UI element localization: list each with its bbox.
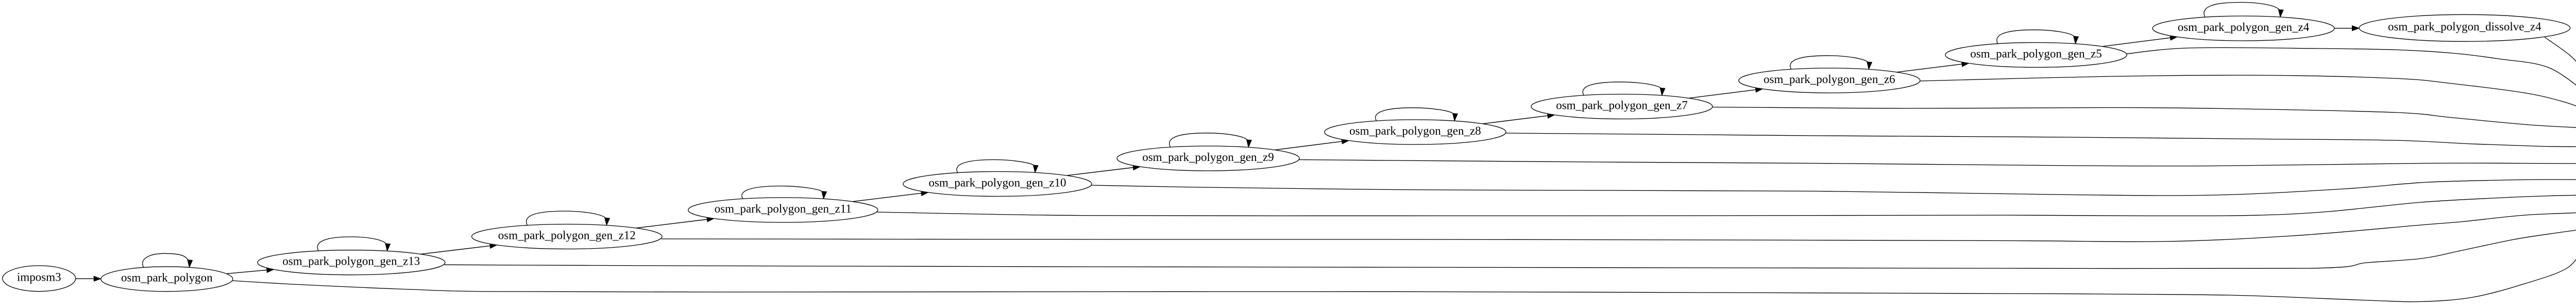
svg-text:osm_park_polygon_gen_z6: osm_park_polygon_gen_z6 [1764,73,1895,86]
svg-text:osm_park_polygon_gen_z11: osm_park_polygon_gen_z11 [715,202,852,215]
svg-text:osm_park_polygon_gen_z8: osm_park_polygon_gen_z8 [1349,124,1481,137]
svg-text:osm_park_polygon_gen_z10: osm_park_polygon_gen_z10 [928,176,1066,189]
svg-text:osm_park_polygon_gen_z12: osm_park_polygon_gen_z12 [498,229,636,241]
svg-text:osm_park_polygon_gen_z7: osm_park_polygon_gen_z7 [1556,99,1688,111]
svg-text:imposm3: imposm3 [17,271,61,284]
svg-text:osm_park_polygon_gen_z13: osm_park_polygon_gen_z13 [282,255,420,268]
svg-text:osm_park_polygon_gen_z5: osm_park_polygon_gen_z5 [1970,47,2102,60]
svg-text:osm_park_polygon: osm_park_polygon [121,271,213,284]
svg-text:osm_park_polygon_gen_z9: osm_park_polygon_gen_z9 [1142,151,1274,164]
svg-text:osm_park_polygon_dissolve_z4: osm_park_polygon_dissolve_z4 [2388,20,2541,33]
svg-text:osm_park_polygon_gen_z4: osm_park_polygon_gen_z4 [2178,21,2310,34]
